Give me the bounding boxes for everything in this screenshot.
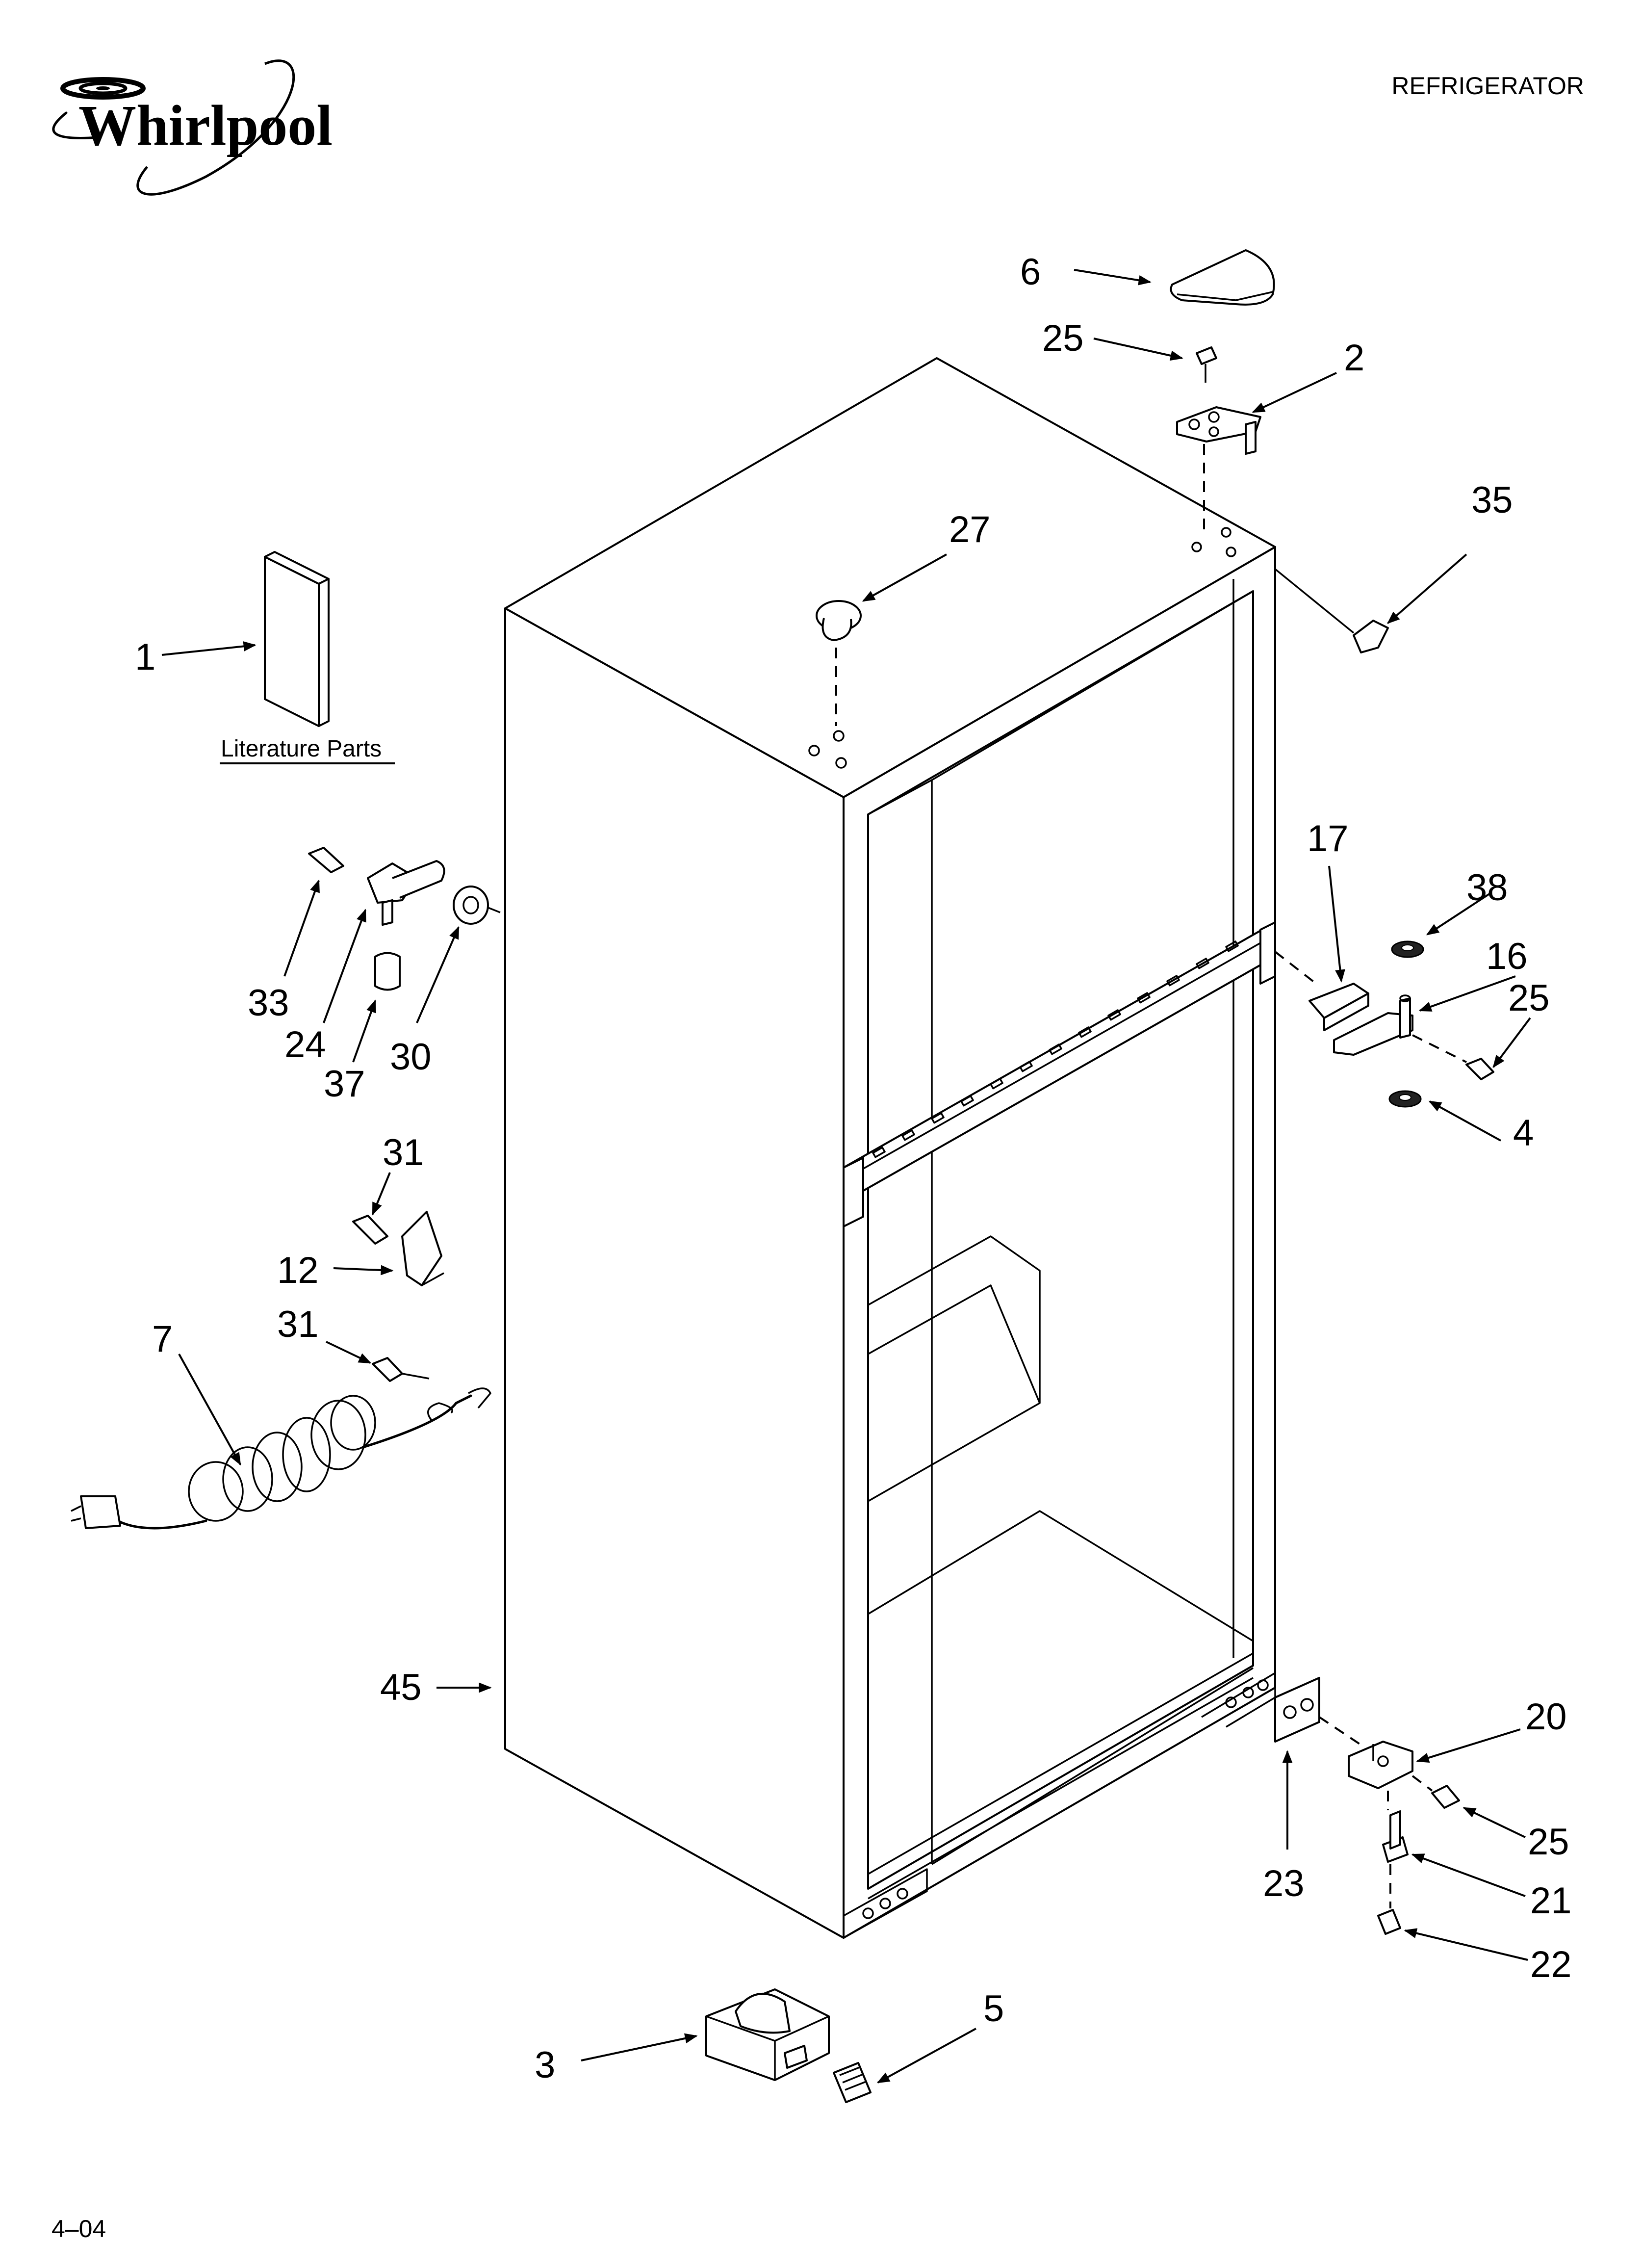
callout-24: 24 xyxy=(284,1024,326,1066)
hinge-cover-part xyxy=(1170,249,1275,306)
callout-6: 6 xyxy=(1020,251,1041,293)
callout-1: 1 xyxy=(135,636,155,678)
callout-5: 5 xyxy=(983,1988,1004,2030)
center-hinge-parts xyxy=(1274,940,1494,1108)
callout-45: 45 xyxy=(380,1667,422,1708)
bottom-hinge-parts xyxy=(1274,1677,1460,1935)
callout-3: 3 xyxy=(535,2044,555,2086)
callout-31-lower: 31 xyxy=(277,1303,319,1345)
brand-wordmark: Whirlpool xyxy=(78,93,333,157)
callout-31-upper: 31 xyxy=(383,1132,424,1173)
callout-21: 21 xyxy=(1530,1880,1572,1922)
cabinet-assembly xyxy=(504,357,1276,1939)
power-cord-part xyxy=(71,1387,491,1530)
callout-20: 20 xyxy=(1525,1696,1567,1738)
clamp-parts xyxy=(352,1211,444,1382)
callout-37: 37 xyxy=(324,1063,365,1105)
callout-16: 16 xyxy=(1486,936,1528,977)
upper-left-hinge-parts xyxy=(308,847,501,991)
callout-27: 27 xyxy=(949,509,991,550)
callout-30: 30 xyxy=(390,1036,432,1078)
callout-33: 33 xyxy=(248,982,289,1024)
callout-17: 17 xyxy=(1307,818,1349,860)
top-hinge-part xyxy=(1176,346,1261,535)
section-title: REFRIGERATOR xyxy=(1391,72,1584,100)
callout-12: 12 xyxy=(277,1250,319,1291)
callout-7: 7 xyxy=(152,1318,173,1360)
callout-2: 2 xyxy=(1344,337,1364,379)
callout-25-mid: 25 xyxy=(1508,977,1550,1019)
callout-35: 35 xyxy=(1471,479,1513,521)
top-plug-part xyxy=(816,600,862,726)
callout-22: 22 xyxy=(1530,1944,1572,1985)
date-code: 4–04 xyxy=(51,2215,106,2242)
literature-parts-label: Literature Parts xyxy=(221,736,382,762)
callout-25-top: 25 xyxy=(1042,317,1084,359)
callout-23: 23 xyxy=(1263,1863,1305,1904)
literature-booklet xyxy=(264,551,330,727)
leveling-leg-parts xyxy=(705,1988,872,2103)
callout-38: 38 xyxy=(1466,867,1508,909)
callout-25-bottom: 25 xyxy=(1528,1821,1569,1863)
whirlpool-logo: Whirlpool xyxy=(52,59,333,196)
callout-labels: 6 25 2 27 35 1 33 24 37 30 31 12 31 7 17… xyxy=(135,251,1572,2086)
leader-arrows xyxy=(161,269,1531,2084)
side-clip-part xyxy=(1274,568,1389,653)
callout-4: 4 xyxy=(1513,1112,1534,1154)
